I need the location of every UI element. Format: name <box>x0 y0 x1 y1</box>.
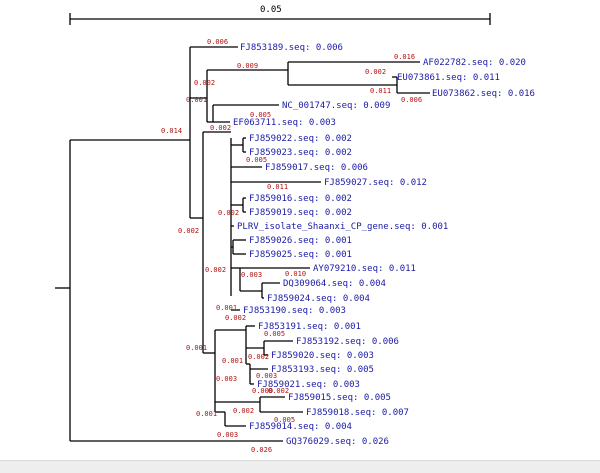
branch-length-label: 0.003 <box>216 375 237 383</box>
branch-length-label: 0.010 <box>285 270 306 278</box>
leaf-label: FJ859022.seq: 0.002 <box>249 134 352 144</box>
leaf-label: FJ859016.seq: 0.002 <box>249 194 352 204</box>
leaf-label: FJ859015.seq: 0.005 <box>288 393 391 403</box>
branch-length-label: 0.002 <box>205 266 226 274</box>
scale-bar-label: 0.05 <box>260 5 282 15</box>
branch-length-label: 0.001 <box>196 410 217 418</box>
leaf-label: FJ853193.seq: 0.005 <box>271 365 374 375</box>
leaf-label: NC_001747.seq: 0.009 <box>282 101 390 111</box>
branch-length-label: 0.002 <box>233 407 254 415</box>
leaf-label: FJ859023.seq: 0.002 <box>249 148 352 158</box>
branch-length-label: 0.002 <box>218 209 239 217</box>
branch-length-label: 0.016 <box>394 53 415 61</box>
leaf-label: GQ376029.seq: 0.026 <box>286 437 389 447</box>
branch-length-label: 0.003 <box>217 431 238 439</box>
branch-length-label: 0.001 <box>222 357 243 365</box>
leaf-label: FJ859018.seq: 0.007 <box>306 408 409 418</box>
branch-length-label: 0.001 <box>216 304 237 312</box>
leaf-labels: FJ853189.seq: 0.006 AF022782.seq: 0.020 … <box>233 43 535 447</box>
branch-length-label: 0.002 <box>178 227 199 235</box>
leaf-label: EU073861.seq: 0.011 <box>397 73 500 83</box>
leaf-label: FJ859021.seq: 0.003 <box>257 380 360 390</box>
leaf-label: EF063711.seq: 0.003 <box>233 118 336 128</box>
branch-length-label: 0.001 <box>186 96 207 104</box>
leaf-label: FJ859019.seq: 0.002 <box>249 208 352 218</box>
branch-length-label: 0.003 <box>256 372 277 380</box>
leaf-label: FJ859020.seq: 0.003 <box>271 351 374 361</box>
branch-length-label: 0.014 <box>161 127 182 135</box>
leaf-label: FJ853189.seq: 0.006 <box>240 43 343 53</box>
branch-length-label: 0.002 <box>268 387 289 395</box>
branch-length-label: 0.002 <box>194 79 215 87</box>
leaf-label: FJ853190.seq: 0.003 <box>243 306 346 316</box>
branch-length-label: 0.011 <box>267 183 288 191</box>
branch-length-label: 0.006 <box>207 38 228 46</box>
leaf-label: FJ853192.seq: 0.006 <box>296 337 399 347</box>
leaf-label: EU073862.seq: 0.016 <box>432 89 535 99</box>
tree-branches <box>55 46 430 442</box>
branch-length-label: 0.001 <box>186 344 207 352</box>
branch-length-label: 0.002 <box>365 68 386 76</box>
branch-length-label: 0.003 <box>241 271 262 279</box>
leaf-label: FJ859017.seq: 0.006 <box>265 163 368 173</box>
scale-bar-line <box>69 13 491 25</box>
branch-length-label: 0.009 <box>237 62 258 70</box>
branch-length-label: 0.006 <box>401 96 422 104</box>
branch-length-label: 0.011 <box>370 87 391 95</box>
leaf-label: AY079210.seq: 0.011 <box>313 264 416 274</box>
branch-length-label: 0.026 <box>251 446 272 454</box>
scale-bar: 0.05 <box>69 5 491 25</box>
leaf-label: AF022782.seq: 0.020 <box>423 58 526 68</box>
leaf-label: FJ859014.seq: 0.004 <box>249 422 352 432</box>
branch-length-label: 0.005 <box>250 111 271 119</box>
bottom-status-bar <box>0 460 600 473</box>
leaf-label: FJ859027.seq: 0.012 <box>324 178 427 188</box>
branch-length-label: 0.002 <box>210 124 231 132</box>
branch-length-label: 0.002 <box>248 353 269 361</box>
branch-length-label: 0.005 <box>246 156 267 164</box>
leaf-label: FJ859025.seq: 0.001 <box>249 250 352 260</box>
branch-length-label: 0.000 <box>252 387 273 395</box>
leaf-label: DQ309064.seq: 0.004 <box>283 279 386 289</box>
leaf-label: FJ859026.seq: 0.001 <box>249 236 352 246</box>
leaf-label: FJ859024.seq: 0.004 <box>267 294 370 304</box>
branch-length-label: 0.002 <box>225 314 246 322</box>
leaf-label: PLRV_isolate_Shaanxi_CP_gene.seq: 0.001 <box>237 222 448 232</box>
branch-length-labels: 0.006 0.016 0.009 0.002 0.011 0.006 0.00… <box>161 38 422 454</box>
leaf-label: FJ853191.seq: 0.001 <box>258 322 361 332</box>
branch-length-label: 0.005 <box>264 330 285 338</box>
branch-length-label: 0.005 <box>274 416 295 424</box>
